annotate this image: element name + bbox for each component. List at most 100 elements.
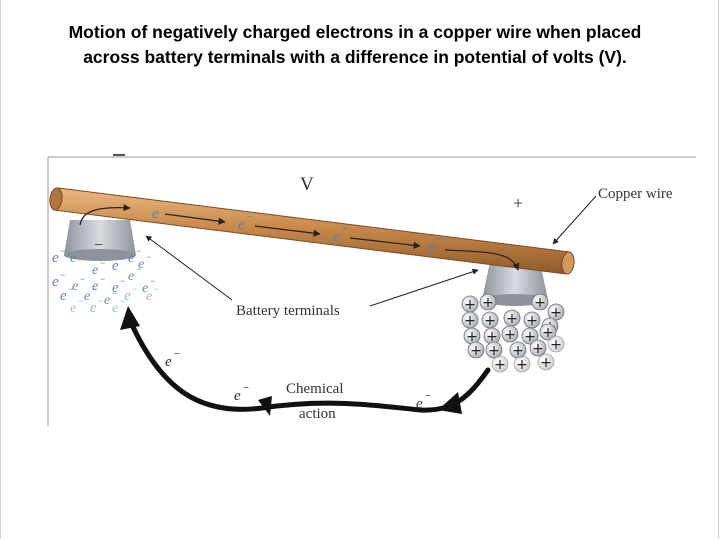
electron-charge: − bbox=[437, 234, 443, 245]
cloud-electron: e bbox=[60, 288, 67, 304]
plus-sign: + bbox=[513, 193, 523, 213]
cloud-electron-charge: − bbox=[154, 284, 159, 294]
cloud-electron: e bbox=[52, 274, 59, 290]
cloud-electron-charge: − bbox=[80, 274, 85, 284]
positive-ion bbox=[531, 293, 549, 311]
positive-ion bbox=[547, 303, 565, 321]
cloud-electron: e bbox=[92, 263, 98, 278]
cloud-electron-charge: − bbox=[120, 296, 125, 306]
positive-ion-sign: + bbox=[464, 297, 476, 313]
positive-ion-sign: + bbox=[512, 343, 524, 359]
voltage-label: V bbox=[300, 174, 314, 195]
cloud-electron: e bbox=[128, 269, 134, 284]
positive-ion bbox=[501, 325, 519, 343]
positive-ion-sign: + bbox=[532, 341, 544, 357]
electron-label: e bbox=[234, 388, 241, 404]
positive-ion bbox=[479, 293, 497, 311]
cloud-electron-charge: − bbox=[150, 276, 155, 286]
cloud-electron-charge: − bbox=[98, 296, 103, 306]
pointer-lines bbox=[145, 195, 597, 307]
cloud-electron: e bbox=[112, 258, 119, 274]
return-arrowhead-left bbox=[120, 306, 140, 330]
positive-ion bbox=[539, 323, 557, 341]
positive-ion-sign: + bbox=[482, 295, 494, 311]
positive-ion-sign: + bbox=[516, 357, 528, 373]
positive-ion bbox=[529, 339, 547, 357]
positive-ion bbox=[521, 327, 539, 345]
cloud-electron-charge: − bbox=[60, 270, 65, 280]
cloud-electron: e bbox=[112, 280, 119, 296]
positive-ion-sign: + bbox=[494, 357, 506, 373]
positive-ion-sign: + bbox=[542, 325, 554, 341]
positive-ion bbox=[513, 355, 531, 373]
cloud-electron: e bbox=[142, 281, 148, 296]
positive-ion-sign: + bbox=[540, 355, 552, 371]
mid-arrowhead bbox=[258, 396, 272, 416]
positive-ion bbox=[491, 355, 509, 373]
positive-ion bbox=[485, 341, 503, 359]
copper-wire bbox=[49, 187, 575, 275]
positive-ion-sign: + bbox=[488, 343, 500, 359]
positive-ion-sign: + bbox=[534, 295, 546, 311]
cloud-electron-charge: − bbox=[132, 284, 137, 294]
electron-label: e bbox=[333, 229, 340, 245]
cloud-electron-charge: − bbox=[68, 284, 73, 294]
electron-flow-arrows bbox=[79, 204, 520, 271]
positive-ion-sign: + bbox=[486, 329, 498, 345]
cloud-electron: e bbox=[138, 257, 144, 272]
positive-terminal bbox=[482, 262, 548, 306]
cloud-electron: e bbox=[104, 293, 110, 308]
cloud-electron: e bbox=[112, 301, 118, 316]
chemical-action-label-line1: Chemical bbox=[286, 381, 343, 397]
electron-charge: − bbox=[342, 224, 348, 235]
chemical-action-label-line2: action bbox=[299, 406, 336, 422]
slide-title: Motion of negatively charged electrons i… bbox=[68, 22, 642, 67]
positive-ion-sign: + bbox=[464, 313, 476, 329]
cloud-electron: e bbox=[52, 250, 59, 266]
electron-label: e bbox=[428, 239, 435, 255]
electron-label: e bbox=[165, 354, 172, 370]
negative-terminal bbox=[64, 220, 136, 261]
positive-ion-sign: + bbox=[550, 305, 562, 321]
cloud-electron: e bbox=[90, 300, 97, 316]
electron-charge: − bbox=[425, 391, 431, 402]
electron-label: e bbox=[152, 206, 159, 222]
cloud-electron-charge: − bbox=[120, 254, 125, 264]
electron-label: e bbox=[416, 396, 423, 412]
cloud-electron-charge: − bbox=[60, 246, 65, 256]
cloud-electron-charge: − bbox=[120, 276, 125, 286]
return-path-electrons: e − e − e − bbox=[165, 349, 431, 412]
cloud-electron-charge: − bbox=[100, 258, 105, 268]
electron-charge: − bbox=[243, 383, 249, 394]
battery-terminals-label: Battery terminals bbox=[236, 303, 340, 319]
positive-ion bbox=[467, 341, 485, 359]
terminal-pointer-right bbox=[369, 268, 479, 307]
positive-ion-sign: + bbox=[504, 327, 516, 343]
positive-ion-sign: + bbox=[484, 313, 496, 329]
cloud-electron-charge: − bbox=[136, 246, 141, 256]
cloud-electron-charge: − bbox=[112, 288, 117, 298]
positive-ion bbox=[547, 335, 565, 353]
positive-ion-sign: + bbox=[550, 337, 562, 353]
chemical-action-arrow bbox=[120, 306, 491, 416]
cloud-electron: e bbox=[128, 251, 134, 266]
electron-cloud: e−e−e−e−e−e−e−e−e−e−e−e−e−e−e−e−e−e−e−e− bbox=[52, 246, 159, 316]
electron-charge: − bbox=[247, 212, 253, 223]
copper-wire-pointer bbox=[552, 195, 597, 245]
entry-arrowhead bbox=[438, 392, 462, 414]
positive-ion-sign: + bbox=[506, 311, 518, 327]
cloud-electron: e bbox=[92, 279, 98, 294]
cloud-electron-charge: − bbox=[136, 264, 141, 274]
cloud-electron-charge: − bbox=[92, 284, 97, 294]
copper-wire-label: Copper wire bbox=[598, 186, 673, 202]
positive-ion bbox=[537, 353, 555, 371]
electron-label: e bbox=[238, 217, 245, 233]
wire-electrons: e e − e − e − bbox=[152, 206, 443, 255]
cloud-electron-charge: − bbox=[100, 274, 105, 284]
cloud-electron: e bbox=[146, 289, 152, 304]
cloud-electron: e bbox=[124, 288, 131, 304]
cloud-electron-charge: − bbox=[78, 296, 83, 306]
positive-ion-sign: + bbox=[524, 329, 536, 345]
